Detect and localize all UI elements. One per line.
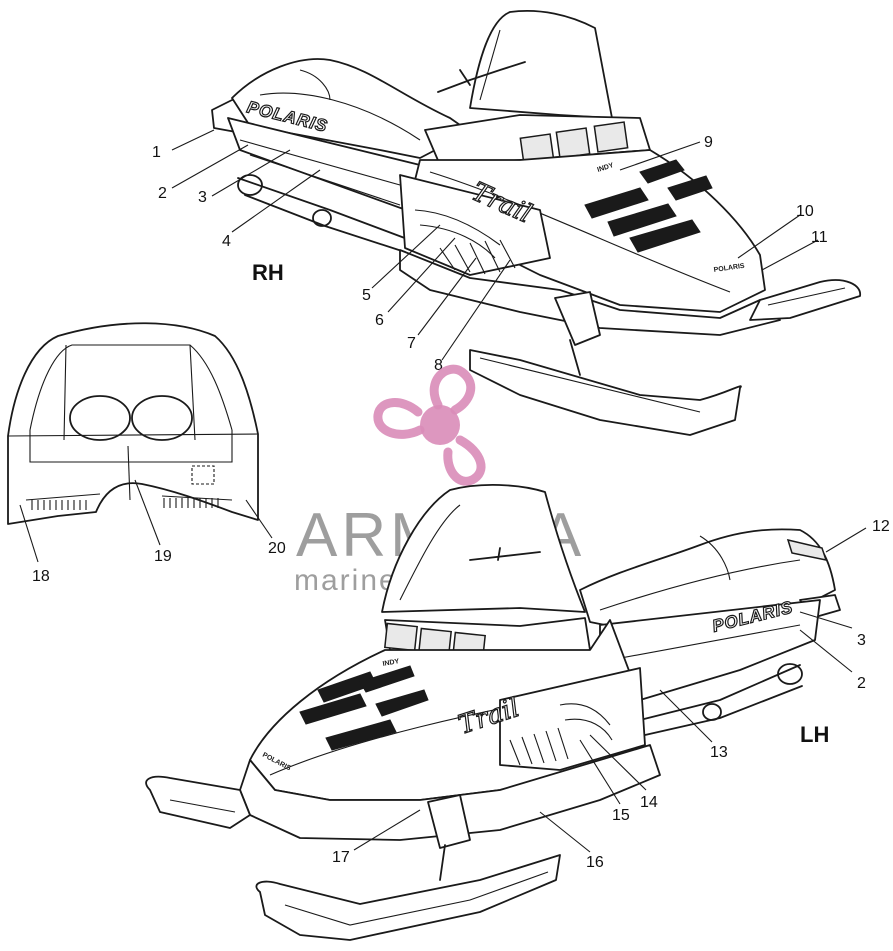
callout-8: 8 — [434, 357, 443, 374]
callout-19: 19 — [154, 548, 172, 565]
callout-11: 11 — [811, 229, 828, 246]
callout-14: 14 — [640, 794, 658, 811]
rh-callouts: 1 2 3 4 5 6 7 8 9 10 11 RH — [152, 134, 828, 374]
callout-15: 15 — [612, 807, 630, 824]
callout-7: 7 — [407, 335, 416, 352]
snowmobile-rh-view: POLARIS Trail POLARIS INDY — [211, 9, 861, 436]
rh-indy-badge: INDY — [596, 162, 614, 174]
loose-decal-12 — [786, 538, 828, 561]
callout-4: 4 — [222, 233, 231, 250]
callout-6: 6 — [375, 312, 384, 329]
console-leader-lines — [19, 479, 273, 563]
callout-1: 1 — [152, 144, 161, 161]
console-callouts: 18 19 20 — [32, 540, 286, 585]
lh-indy-badge: INDY — [382, 658, 400, 668]
snowmobile-lh-view: POLARIS Trail POLARIS INDY — [145, 484, 841, 941]
callout-12: 12 — [872, 518, 890, 535]
callout-5: 5 — [362, 287, 371, 304]
callout-2-lh: 2 — [857, 675, 866, 692]
rh-view-label: RH — [252, 260, 284, 285]
watermark-propeller-logo — [373, 364, 486, 486]
console-detail — [7, 322, 259, 525]
callout-2: 2 — [158, 185, 167, 202]
callout-18: 18 — [32, 568, 50, 585]
lh-view-label: LH — [800, 722, 829, 747]
rh-leader-lines — [171, 129, 819, 361]
callout-16: 16 — [586, 854, 604, 871]
callout-10: 10 — [796, 203, 814, 220]
callout-13: 13 — [710, 744, 728, 761]
lh-callouts: 12 3 2 13 14 15 16 17 LH — [332, 518, 890, 871]
callout-17: 17 — [332, 849, 350, 866]
callout-9: 9 — [704, 134, 713, 151]
callout-3-lh: 3 — [857, 632, 866, 649]
lh-leader-lines — [353, 527, 867, 853]
callout-3: 3 — [198, 189, 207, 206]
rh-nose-polaris-decal: POLARIS — [713, 263, 745, 274]
callout-20: 20 — [268, 540, 286, 557]
